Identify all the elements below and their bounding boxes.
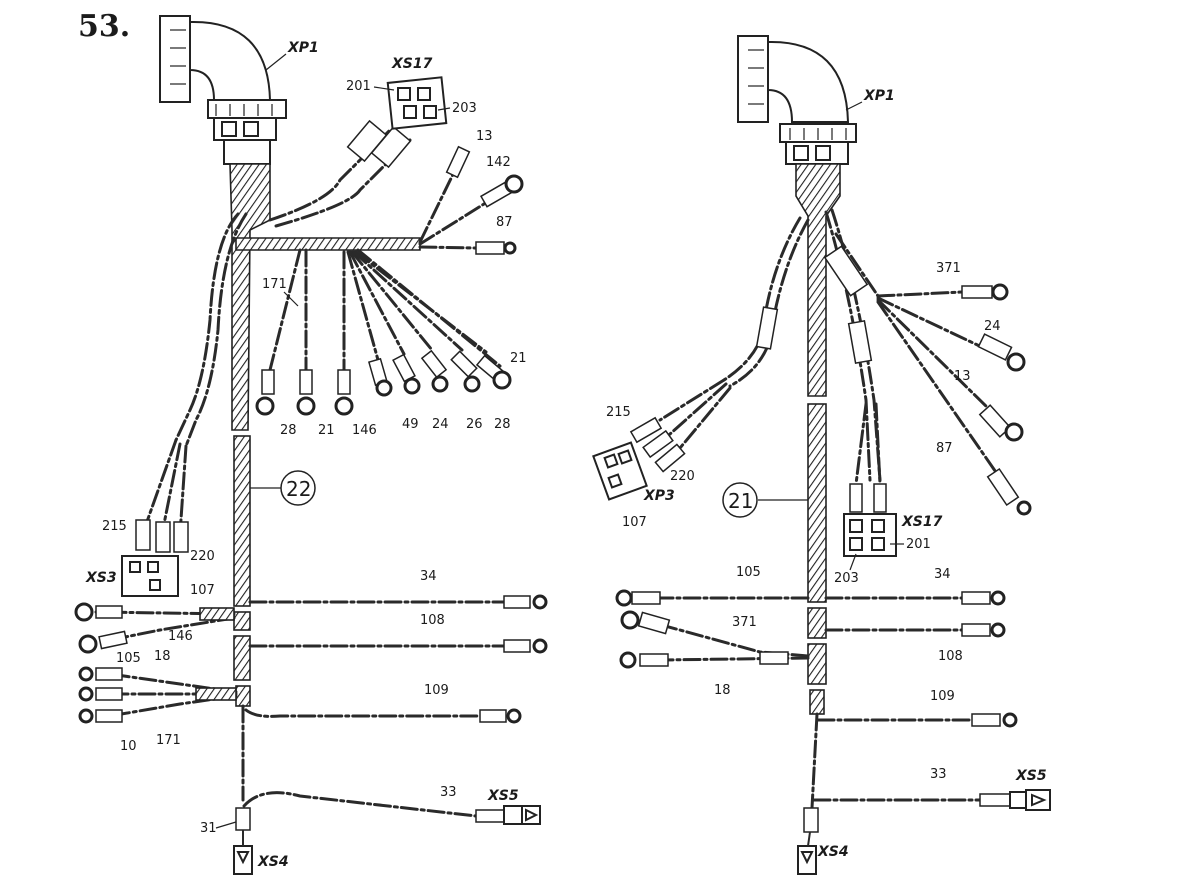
left-b26-label: 26	[466, 417, 483, 432]
left-branch-bar	[235, 237, 421, 251]
left-b21-label: 21	[318, 423, 335, 438]
right-w108-label: 108	[938, 649, 963, 664]
right-harness-number-circle	[722, 482, 758, 518]
right-xp1-connector	[737, 35, 857, 165]
right-w34-label: 34	[934, 567, 951, 582]
left-xs4-label: XS4	[257, 854, 289, 870]
left-xs17-connector	[386, 76, 448, 130]
right-xp3-220-label: 220	[670, 469, 695, 484]
left-w171-label: 171	[262, 277, 287, 292]
right-w87-label: 87	[936, 441, 953, 456]
right-w13-label: 13	[954, 369, 971, 384]
left-w18-label: 18	[154, 649, 171, 664]
left-w142-label: 142	[486, 155, 511, 170]
left-w10-label: 10	[120, 739, 137, 754]
left-harness: XP1 XS4 31 XS17 201 203	[74, 15, 548, 875]
left-b49-label: 49	[402, 417, 419, 432]
figure-number: 53.	[78, 9, 130, 44]
right-w33-label: 33	[930, 767, 947, 782]
right-trunk-mid	[807, 403, 827, 603]
right-xs17-201-label: 201	[906, 537, 931, 552]
left-w33-label: 33	[440, 785, 457, 800]
left-b28-label: 28	[280, 423, 297, 438]
right-harness-number: 21	[728, 489, 753, 513]
left-xs17-label: XS17	[391, 56, 433, 72]
right-w371-label: 371	[936, 261, 961, 276]
left-trunk-upper	[229, 163, 271, 431]
left-trunk-mid	[233, 435, 251, 607]
right-xp3-connector	[592, 441, 648, 501]
left-xs17-pin-201: 201	[346, 79, 371, 94]
right-xp3-107-label: 107	[622, 515, 647, 530]
left-b146-label: 146	[352, 423, 377, 438]
left-w109-label: 109	[424, 683, 449, 698]
left-w87-label: 87	[496, 215, 513, 230]
left-xp1-connector	[159, 15, 287, 165]
right-harness: XP1 XS4 215 220 XP3 107	[592, 35, 1051, 875]
right-xs4-label: XS4	[817, 844, 849, 860]
right-xs17-203-label: 203	[834, 571, 859, 586]
right-xp1-label: XP1	[863, 88, 895, 104]
right-w371b-label: 371	[732, 615, 757, 630]
left-xs5-label: XS5	[487, 788, 519, 804]
right-w18-label: 18	[714, 683, 731, 698]
left-harness-number-circle	[280, 470, 316, 506]
right-w24-label: 24	[984, 319, 1001, 334]
left-w34-label: 34	[420, 569, 437, 584]
left-xs17-pin-203: 203	[452, 101, 477, 116]
right-xp3-215-label: 215	[606, 405, 631, 420]
left-xp1-label: XP1	[287, 40, 319, 56]
left-w13-label: 13	[476, 129, 493, 144]
left-w105-label: 105	[116, 651, 141, 666]
right-trunk-upper	[795, 163, 841, 397]
left-w21-top-label: 21	[510, 351, 527, 366]
right-w109-label: 109	[930, 689, 955, 704]
left-xs3-215-label: 215	[102, 519, 127, 534]
left-xs3-107-label: 107	[190, 583, 215, 598]
left-w31-label: 31	[200, 821, 217, 836]
right-xp3-label: XP3	[643, 488, 675, 504]
left-xs3-220-label: 220	[190, 549, 215, 564]
right-w105-label: 105	[736, 565, 761, 580]
left-b24-label: 24	[432, 417, 449, 432]
left-harness-number: 22	[286, 477, 311, 501]
right-xs17-label: XS17	[901, 514, 943, 530]
right-xs5-label: XS5	[1015, 768, 1047, 784]
left-b28b-label: 28	[494, 417, 511, 432]
left-w171b-label: 171	[156, 733, 181, 748]
left-w108-label: 108	[420, 613, 445, 628]
left-xs3-label: XS3	[85, 570, 117, 586]
left-w146-label: 146	[168, 629, 193, 644]
